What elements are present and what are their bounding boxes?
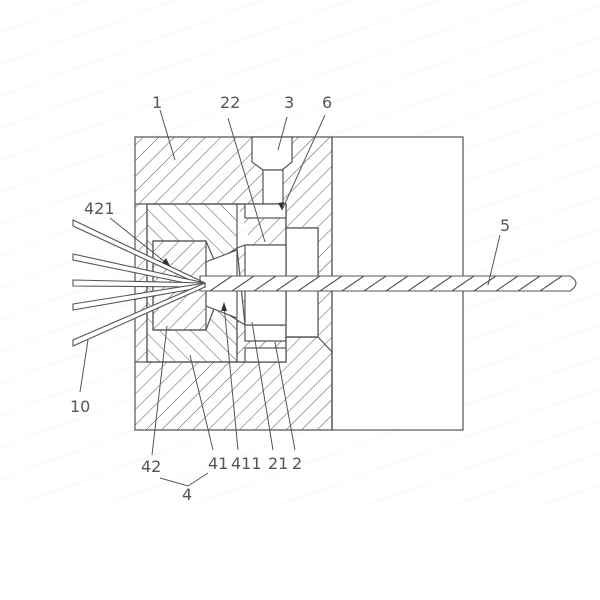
bolt-3 (251, 136, 293, 171)
label-1: 1 (152, 93, 162, 112)
label-41: 41 (208, 454, 228, 473)
label-10: 10 (70, 397, 90, 416)
label-22: 22 (220, 93, 240, 112)
label-5: 5 (500, 216, 510, 235)
label-2: 2 (292, 454, 302, 473)
label-3: 3 (284, 93, 294, 112)
part-6-slot (244, 203, 287, 219)
strands-10 (72, 219, 206, 347)
label-421: 421 (84, 199, 115, 218)
label-21: 21 (268, 454, 288, 473)
label-4: 4 (182, 485, 192, 504)
label-6: 6 (322, 93, 332, 112)
label-42: 42 (141, 457, 161, 476)
cable-5 (199, 275, 577, 292)
label-411: 411 (231, 454, 262, 473)
leader-lines (79, 109, 501, 487)
